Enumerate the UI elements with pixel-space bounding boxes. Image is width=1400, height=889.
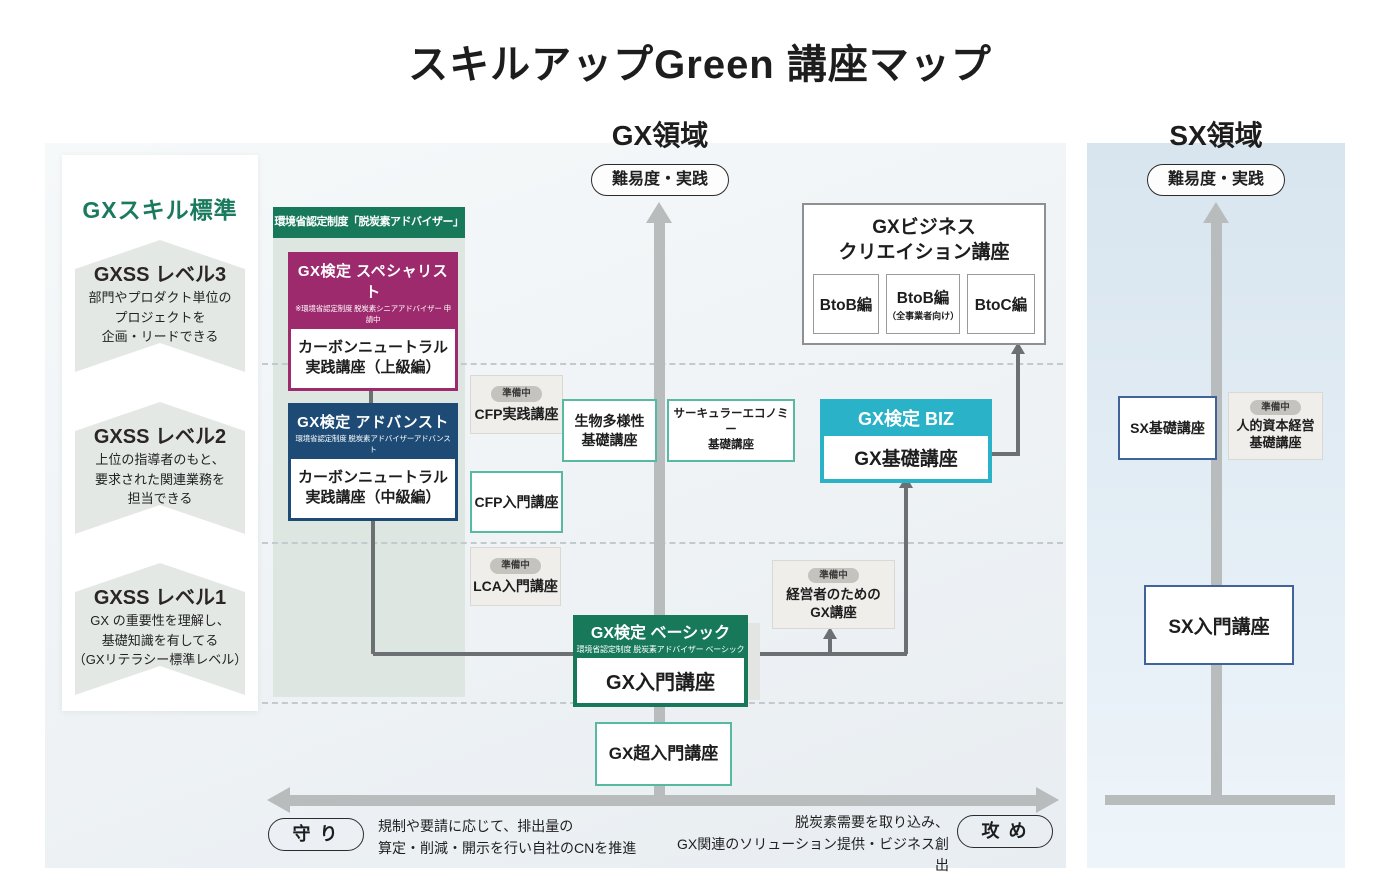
connector-arrow-to-business-creation <box>1016 351 1020 456</box>
gx-vertical-axis-arrowhead <box>646 202 672 223</box>
edition-label: BtoB編 <box>896 290 950 307</box>
business-creation-title: GXビジネス クリエイション講座 <box>838 217 1010 263</box>
biodiversity-course-box: 生物多様性 基礎講座 <box>562 399 657 462</box>
defense-pill: 守 り <box>268 818 364 851</box>
offense-pill: 攻 め <box>957 815 1053 848</box>
course-label: CFP実践講座 <box>474 405 559 422</box>
cfp-intro-course-box: CFP入門講座 <box>470 471 563 533</box>
gxss-level2-desc: 上位の指導者のもと、 要求された関連業務を 担当できる <box>94 452 225 506</box>
edition-btob: BtoB編 <box>813 274 880 334</box>
gx-exam-biz-box: GX検定 BIZ GX基礎講座 <box>820 399 992 483</box>
preparing-badge: 準備中 <box>1250 399 1301 416</box>
biz-course-name: GX基礎講座 <box>824 436 988 479</box>
gx-horizontal-axis-left-arrowhead <box>267 787 290 813</box>
cfp-practice-course-box: 準備中 CFP実践講座 <box>470 375 563 434</box>
sx-difficulty-axis-pill: 難易度・実践 <box>1146 164 1286 196</box>
basic-title: GX検定 ベーシック <box>590 625 731 642</box>
gxss-level3-desc: 部門やプロダクト単位の プロジェクトを 企画・リードできる <box>88 290 232 344</box>
edition-btob-all: BtoB編 （全事業者向け） <box>886 274 960 334</box>
course-label: 人的資本経営 基礎講座 <box>1236 418 1315 451</box>
circular-economy-course-box: サーキュラーエコノミー 基礎講座 <box>667 399 795 462</box>
page-title: スキルアップGreen 講座マップ <box>408 43 992 87</box>
edition-note: （全事業者向け） <box>887 311 960 321</box>
connector-arrow-to-executive <box>828 636 832 654</box>
edition-label: BtoB編 <box>819 297 873 314</box>
defense-description: 規制や要請に応じて、排出量の 算定・削減・開示を行い自社のCNを推進 <box>378 818 637 856</box>
moe-certification-header: 環境省認定制度「脱炭素アドバイザー」 <box>273 207 465 238</box>
sx-region-label: SX領域 <box>1169 120 1263 151</box>
gx-super-intro-course-box: GX超入門講座 <box>595 722 732 786</box>
gx-region-label: GX領域 <box>611 120 709 151</box>
course-label: 経営者のための GX講座 <box>786 587 881 620</box>
sx-basic-course-box: SX基礎講座 <box>1118 396 1217 460</box>
gx-exam-basic-box: GX検定 ベーシック 環境省認定制度 脱炭素アドバイザー ベーシック GX入門講… <box>573 615 748 707</box>
gxss-level2: GXSS レベル2 上位の指導者のもと、 要求された関連業務を 担当できる <box>75 402 245 534</box>
basic-course-name: GX入門講座 <box>577 658 744 703</box>
sx-vertical-axis-arrowhead <box>1203 202 1229 223</box>
gx-vertical-axis <box>654 222 665 798</box>
arrowhead <box>823 627 837 639</box>
gxss-level1: GXSS レベル1 GX の重要性を理解し、 基礎知識を有してる （GXリテラシ… <box>73 563 247 695</box>
offense-description: 脱炭素需要を取り込み、 GX関連のソリューション提供・ビジネス創出 <box>677 814 949 874</box>
edition-btoc: BtoC編 <box>966 274 1035 334</box>
arrowhead <box>1011 342 1025 354</box>
gx-skill-standard-title: GXスキル標準 <box>82 197 238 223</box>
gx-horizontal-axis-right-arrowhead <box>1036 787 1059 813</box>
connector-line <box>992 452 1020 456</box>
gxss-level1-desc: GX の重要性を理解し、 基礎知識を有してる （GXリテラシー標準レベル） <box>72 613 248 667</box>
lca-intro-course-box: 準備中 LCA入門講座 <box>470 547 561 606</box>
advanced-subtitle: 環境省認定制度 脱炭素アドバイザーアドバンスト <box>295 434 451 454</box>
specialist-course-name: カーボンニュートラル 実践講座（上級編） <box>291 329 455 388</box>
advanced-header: GX検定 アドバンスト 環境省認定制度 脱炭素アドバイザーアドバンスト <box>291 406 455 459</box>
advanced-course-name: カーボンニュートラル 実践講座（中級編） <box>291 459 455 518</box>
gx-exam-specialist-box: GX検定 スペシャリスト ※環境省認定制度 脱炭素シニアアドバイザー 申請中 カ… <box>288 252 458 391</box>
preparing-badge: 準備中 <box>808 567 859 584</box>
gx-skill-standard-card: GXスキル標準 GXSS レベル3 部門やプロダクト単位の プロジェクトを 企画… <box>62 155 258 711</box>
executive-gx-course-box: 準備中 経営者のための GX講座 <box>772 560 895 629</box>
course-label: LCA入門講座 <box>473 577 558 594</box>
sx-intro-course-box: SX入門講座 <box>1144 585 1294 665</box>
preparing-badge: 準備中 <box>491 386 542 402</box>
gxss-level2-name: GXSS レベル2 <box>93 426 227 448</box>
gxss-level1-name: GXSS レベル1 <box>93 587 227 609</box>
gx-business-creation-box: GXビジネス クリエイション講座 BtoB編 BtoB編 （全事業者向け） Bt… <box>802 203 1046 345</box>
preparing-badge: 準備中 <box>490 558 541 574</box>
gx-difficulty-axis-pill: 難易度・実践 <box>590 164 730 196</box>
connector-arrow-to-advanced <box>371 518 375 654</box>
connector-arrow-to-biz <box>904 484 908 654</box>
biz-title: GX検定 BIZ <box>857 409 954 429</box>
gx-exam-advanced-box: GX検定 アドバンスト 環境省認定制度 脱炭素アドバイザーアドバンスト カーボン… <box>288 403 458 521</box>
edition-label: BtoC編 <box>974 297 1028 314</box>
basic-subtitle: 環境省認定制度 脱炭素アドバイザー ベーシック <box>576 645 745 654</box>
advanced-title: GX検定 アドバンスト <box>297 414 449 431</box>
gxss-level3-name: GXSS レベル3 <box>93 264 227 286</box>
human-capital-course-box: 準備中 人的資本経営 基礎講座 <box>1228 392 1323 460</box>
gxss-level3: GXSS レベル3 部門やプロダクト単位の プロジェクトを 企画・リードできる <box>75 240 245 372</box>
specialist-subtitle: ※環境省認定制度 脱炭素シニアアドバイザー 申請中 <box>295 304 451 324</box>
specialist-header: GX検定 スペシャリスト ※環境省認定制度 脱炭素シニアアドバイザー 申請中 <box>291 255 455 329</box>
sx-vertical-axis <box>1211 222 1222 798</box>
business-creation-editions: BtoB編 BtoB編 （全事業者向け） BtoC編 <box>813 274 1035 334</box>
sx-base-line <box>1105 795 1335 805</box>
gx-horizontal-axis <box>289 795 1037 806</box>
specialist-title: GX検定 スペシャリスト <box>297 263 449 301</box>
